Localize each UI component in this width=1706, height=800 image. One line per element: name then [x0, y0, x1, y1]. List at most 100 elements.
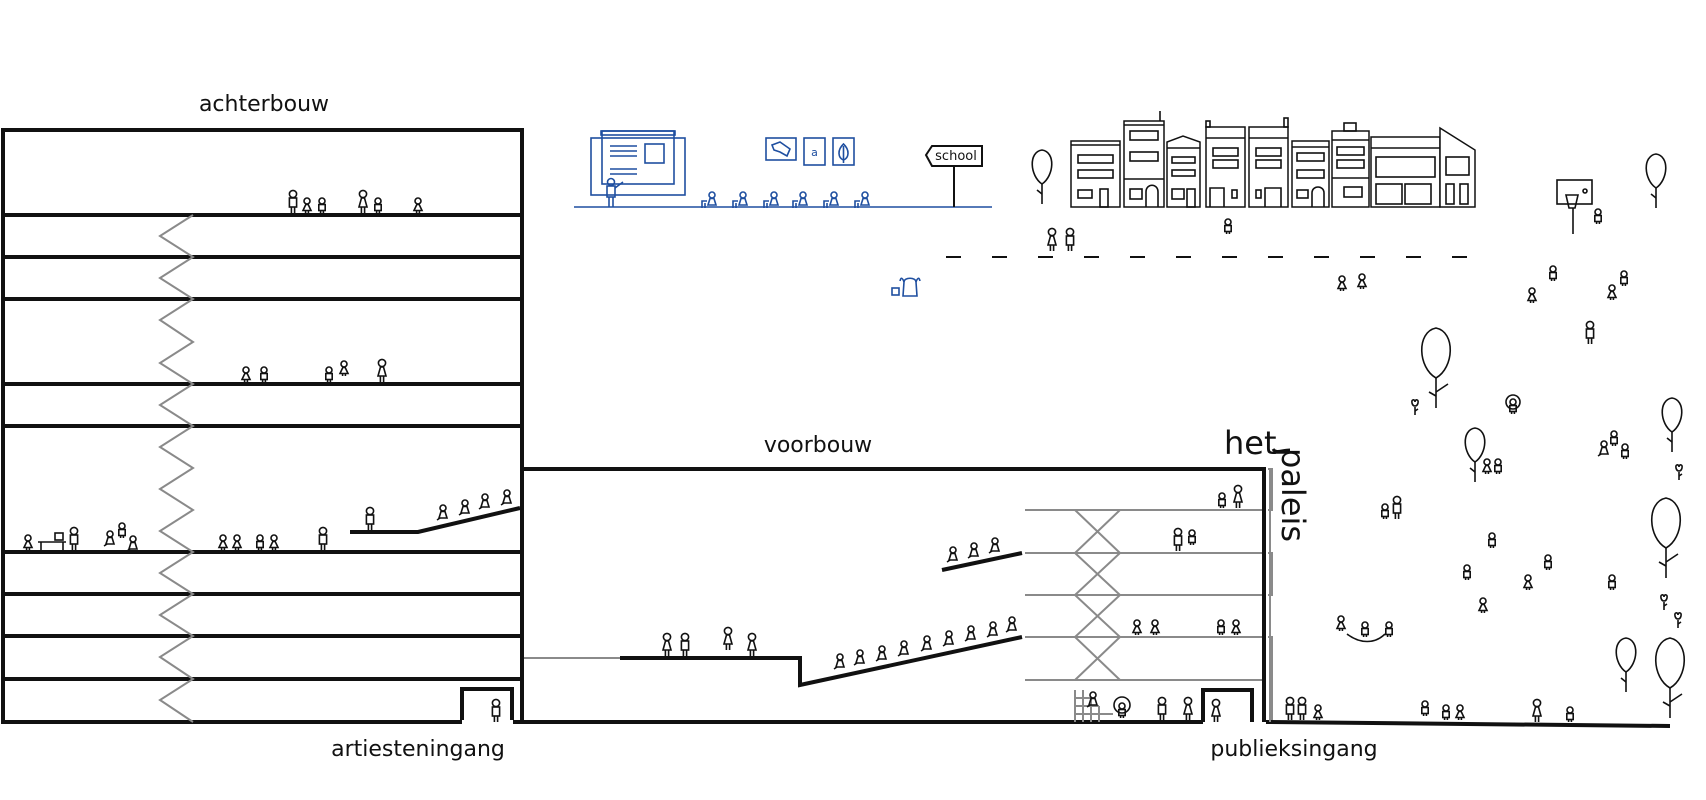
person-icon: [373, 197, 383, 214]
person-icon: [232, 534, 242, 551]
person-icon: [1455, 704, 1465, 721]
person-icon: [1047, 227, 1057, 252]
person-icon: [1532, 698, 1542, 723]
person-icon: [1442, 704, 1450, 721]
person-icon: [1150, 619, 1160, 636]
person-icon: [1610, 430, 1618, 447]
tree-icon: [1661, 397, 1683, 453]
person-icon: [1607, 284, 1617, 301]
artist-entrance-door: [460, 687, 514, 722]
person-icon: [413, 197, 423, 214]
tree-icon: [1420, 327, 1452, 409]
person-icon: [458, 499, 470, 516]
signpost-icon: school: [924, 145, 983, 207]
label-het: het: [1224, 424, 1277, 462]
label-artiesteningang: artiesteningang: [331, 737, 505, 762]
tree-icon: [1645, 153, 1667, 209]
pupil-icon: [701, 191, 717, 209]
person-icon: [1544, 554, 1552, 571]
townhouse-row-icon: [1070, 111, 1476, 208]
label-achterbouw: achterbouw: [199, 92, 329, 117]
person-icon: [1336, 615, 1346, 632]
person-icon: [1421, 700, 1429, 717]
person-icon: [853, 649, 865, 666]
blackboard-icon: [590, 130, 686, 196]
person-icon: [436, 504, 448, 521]
person-icon: [1549, 265, 1557, 282]
person-icon: [1392, 495, 1402, 520]
person-icon: [1173, 527, 1183, 552]
person-icon: [118, 522, 126, 539]
person-icon: [288, 189, 298, 214]
staircase-zigzag: [158, 214, 195, 723]
leaf-card-icon: [832, 137, 855, 166]
person-icon: [920, 635, 932, 652]
person-icon: [1597, 440, 1609, 457]
person-icon: [339, 360, 349, 377]
tree-icon: [1031, 149, 1053, 205]
person-icon: [1224, 218, 1232, 235]
pupil-icon: [823, 191, 839, 209]
label-paleis: paleis: [1274, 448, 1312, 542]
person-icon: [1385, 621, 1393, 638]
person-icon: [269, 534, 279, 551]
person-icon: [1482, 458, 1492, 475]
person-icon: [1231, 619, 1241, 636]
person-icon: [1620, 270, 1628, 287]
person-icon: [126, 535, 138, 552]
person-icon: [1217, 619, 1225, 636]
person-icon: [946, 546, 958, 563]
person-icon: [1005, 616, 1017, 633]
person-icon: [478, 493, 490, 510]
person-icon: [103, 530, 115, 547]
person-icon: [259, 366, 269, 383]
public-entrance-door: [1201, 688, 1254, 722]
flower-icon: [1411, 399, 1419, 416]
tree-icon: [1615, 637, 1637, 693]
person-icon: [1183, 696, 1193, 721]
pupil-icon: [763, 191, 779, 209]
pupil-icon: [792, 191, 808, 209]
person-icon: [1463, 564, 1471, 581]
tree-icon: [1654, 637, 1686, 719]
person-icon: [255, 534, 265, 551]
wheel-person-icon: [1505, 394, 1521, 415]
svg-text:a: a: [811, 146, 818, 159]
person-icon: [1381, 503, 1389, 520]
person-icon: [1132, 619, 1142, 636]
person-icon: [302, 197, 312, 214]
person-icon: [988, 537, 1000, 554]
person-icon: [1218, 492, 1226, 509]
person-icon: [833, 653, 845, 670]
climbing-grid: [1074, 690, 1113, 722]
person-icon: [324, 366, 334, 383]
person-icon: [897, 640, 909, 657]
pupil-icon: [732, 191, 748, 209]
person-icon: [1621, 443, 1629, 460]
person-icon: [1594, 208, 1602, 225]
person-icon: [875, 645, 887, 662]
person-icon: [1585, 320, 1595, 345]
teacher-icon: [606, 177, 624, 207]
book-icon: [891, 287, 900, 296]
achterbouw-building: [1, 128, 524, 726]
flower-icon: [1660, 594, 1668, 611]
person-icon: [1297, 696, 1307, 721]
person-icon: [23, 534, 33, 551]
person-icon: [491, 698, 501, 723]
person-icon: [318, 526, 328, 551]
person-icon: [358, 189, 368, 214]
stage-and-tribune: [620, 635, 1023, 688]
balcony-tribune: [941, 551, 1023, 572]
person-icon: [680, 632, 690, 657]
person-icon: [218, 534, 228, 551]
person-icon: [1157, 696, 1167, 721]
person-icon: [942, 630, 954, 647]
person-icon: [1233, 484, 1243, 509]
person-icon: [241, 366, 251, 383]
person-icon: [1523, 574, 1533, 591]
person-icon: [1285, 696, 1295, 721]
person-icon: [1494, 458, 1502, 475]
school-scene: a: [574, 130, 992, 297]
tribune-ramp: [350, 506, 521, 534]
